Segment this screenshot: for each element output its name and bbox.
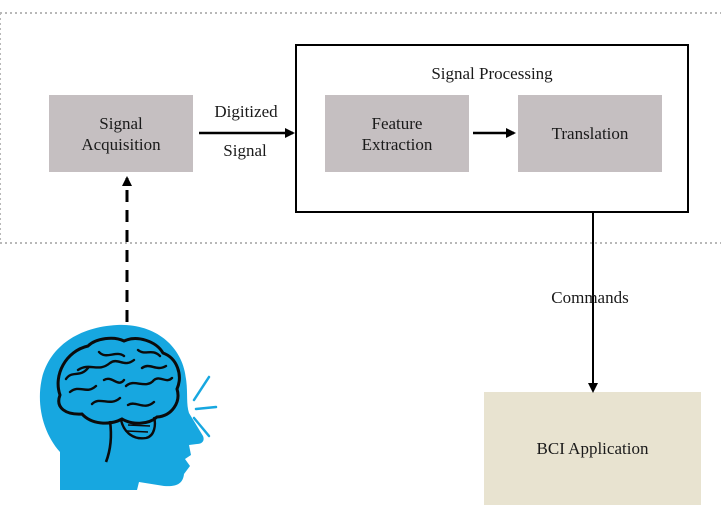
signal-acquisition-label: Signal Acquisition <box>49 95 193 172</box>
signal-acquisition-line1: Signal <box>99 113 143 133</box>
translation-label: Translation <box>551 124 629 143</box>
feature-extraction-block <box>325 95 469 172</box>
translation-block <box>518 95 662 172</box>
signal-acquisition-line2: Acquisition <box>81 134 161 154</box>
feature-extraction-line2: Extraction <box>361 134 433 154</box>
bci-application-block <box>484 392 701 505</box>
human-head-with-brain-icon <box>39 324 204 490</box>
signal-label: Signal <box>223 141 267 160</box>
signal-processing-title: Signal Processing <box>431 64 553 83</box>
feature-extraction-label: Feature Extraction <box>325 95 469 172</box>
bci-application-label: BCI Application <box>536 439 649 458</box>
digitized-label: Digitized <box>214 102 278 121</box>
system-boundary-dotted <box>0 12 721 244</box>
feature-extraction-line1: Feature <box>371 113 423 133</box>
signal-acquisition-block <box>49 95 193 172</box>
commands-label: Commands <box>551 288 629 307</box>
signal-emission-icon <box>192 375 218 438</box>
